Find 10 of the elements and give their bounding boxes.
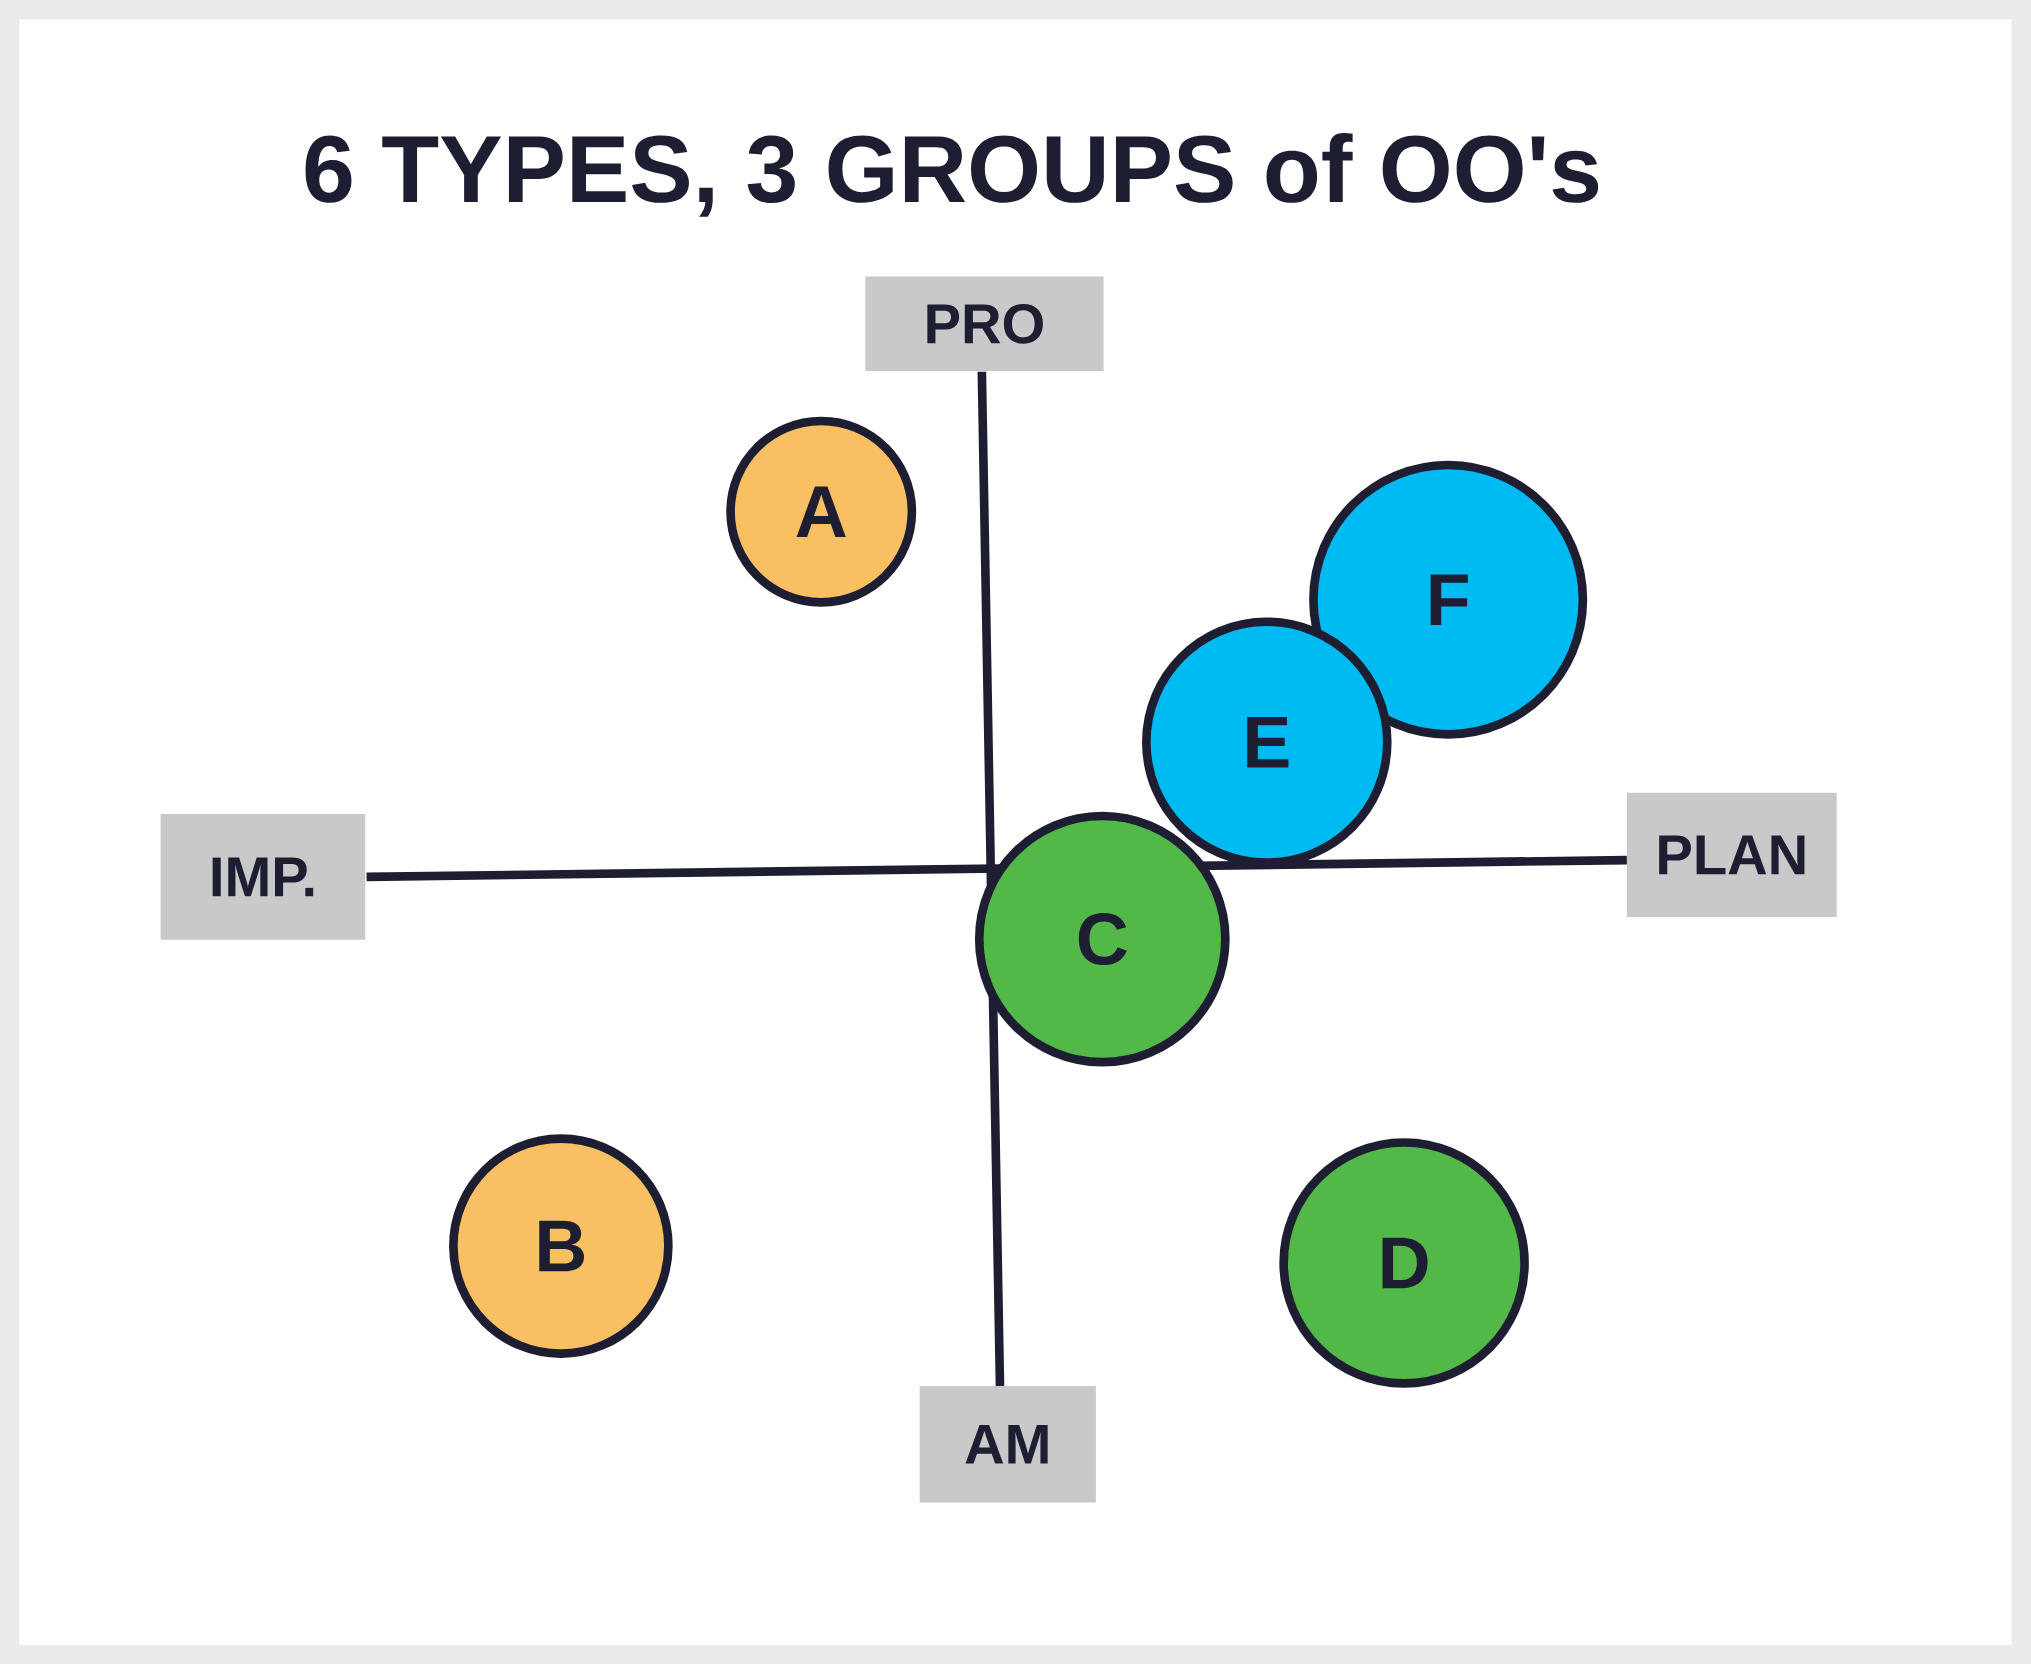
axis-label: PLAN bbox=[1626, 792, 1837, 917]
axis-label: IMP. bbox=[160, 813, 366, 940]
circle-node: B bbox=[449, 1134, 673, 1358]
axis-label: PRO bbox=[865, 276, 1104, 371]
circle-node: A bbox=[726, 416, 917, 607]
circle-node: D bbox=[1279, 1137, 1529, 1388]
circle-node: F bbox=[1309, 460, 1588, 739]
title-text: 6 TYPES, 3 GROUPS of OO's bbox=[305, 132, 1599, 217]
circle-node: C bbox=[974, 811, 1230, 1067]
axis-label: AM bbox=[919, 1385, 1096, 1503]
